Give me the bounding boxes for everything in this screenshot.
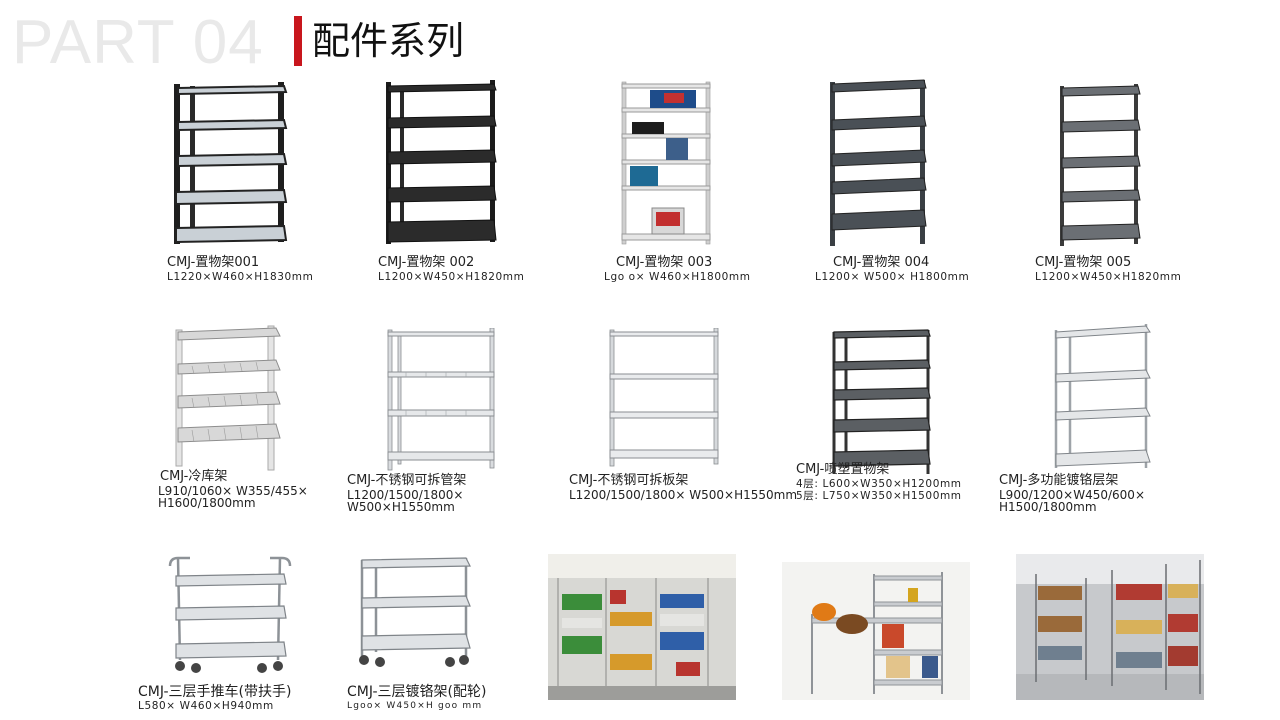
- steel-shelf-dark-narrow-icon: [1058, 82, 1142, 248]
- product-spec-line2: H1600/1800mm: [158, 496, 256, 510]
- stainless-tube-rack-icon: [386, 328, 498, 472]
- steel-shelf-dark-grey-icon: [828, 78, 928, 248]
- product-name: CMJ-置物架 003: [616, 255, 713, 270]
- product-spec: L1200×W450×H1820mm: [378, 271, 525, 283]
- product-spec: L580× W460×H940mm: [138, 700, 274, 712]
- product-name: CMJ-多功能镀铬层架: [999, 473, 1119, 488]
- page-title: 配件系列: [312, 19, 465, 63]
- product-spec-line2: W500×H1550mm: [347, 500, 455, 514]
- product-name: CMJ-置物架 005: [1035, 255, 1132, 270]
- product-name: CMJ-冷库架: [160, 469, 228, 484]
- three-tier-chrome-cart-icon: [358, 556, 474, 668]
- cold-storage-plastic-shelf-icon: [172, 324, 284, 474]
- product-spec: L1200×W450×H1820mm: [1035, 271, 1182, 283]
- steel-shelf-black-icon: [384, 80, 498, 248]
- retail-store-shelves-photo: [548, 554, 736, 700]
- product-name: CMJ-置物架 004: [833, 255, 930, 270]
- steel-shelf-white-with-boxes-icon: [620, 80, 712, 248]
- title-accent-bar: [294, 16, 302, 66]
- product-spec: L900/1200×W450/600×: [999, 488, 1145, 502]
- powder-coated-wire-shelf-icon: [830, 328, 932, 478]
- garage-storage-shelf-photo: [782, 554, 970, 700]
- product-name: CMJ-喷塑置物架: [796, 462, 890, 477]
- product-spec: Lgoo× W450×H goo mm: [347, 701, 483, 711]
- part-label: PART 04: [12, 8, 264, 77]
- three-tier-trolley-handles-icon: [166, 556, 294, 674]
- product-name: CMJ-置物架 002: [378, 255, 475, 270]
- product-spec: L1200× W500× H1800mm: [815, 271, 970, 283]
- product-spec-line2: H1500/1800mm: [999, 500, 1097, 514]
- product-spec: L1200/1500/1800×: [347, 488, 464, 502]
- product-spec: Lgo o× W460×H1800mm: [604, 271, 751, 283]
- stainless-panel-rack-icon: [608, 328, 722, 468]
- product-name: CMJ-不锈钢可拆管架: [347, 473, 467, 488]
- product-spec: L1200/1500/1800× W500×H1550mm: [569, 488, 798, 502]
- product-name: CMJ-三层手推车(带扶手): [138, 684, 292, 700]
- product-name: CMJ-置物架001: [167, 255, 260, 270]
- product-spec: 4层: L600×W350×H1200mm: [796, 478, 962, 490]
- chrome-wire-shelf-icon: [1052, 322, 1152, 472]
- product-name: CMJ-不锈钢可拆板架: [569, 473, 689, 488]
- steel-shelf-black-frame-grey-panels-icon: [170, 80, 290, 248]
- warehouse-shelving-photo: [1016, 554, 1204, 700]
- product-spec: L1220×W460×H1830mm: [167, 271, 314, 283]
- product-spec-line2: 5层: L750×W350×H1500mm: [796, 490, 962, 502]
- product-spec: L910/1060× W355/455×: [158, 484, 308, 498]
- product-name: CMJ-三层镀铬架(配轮): [347, 684, 487, 700]
